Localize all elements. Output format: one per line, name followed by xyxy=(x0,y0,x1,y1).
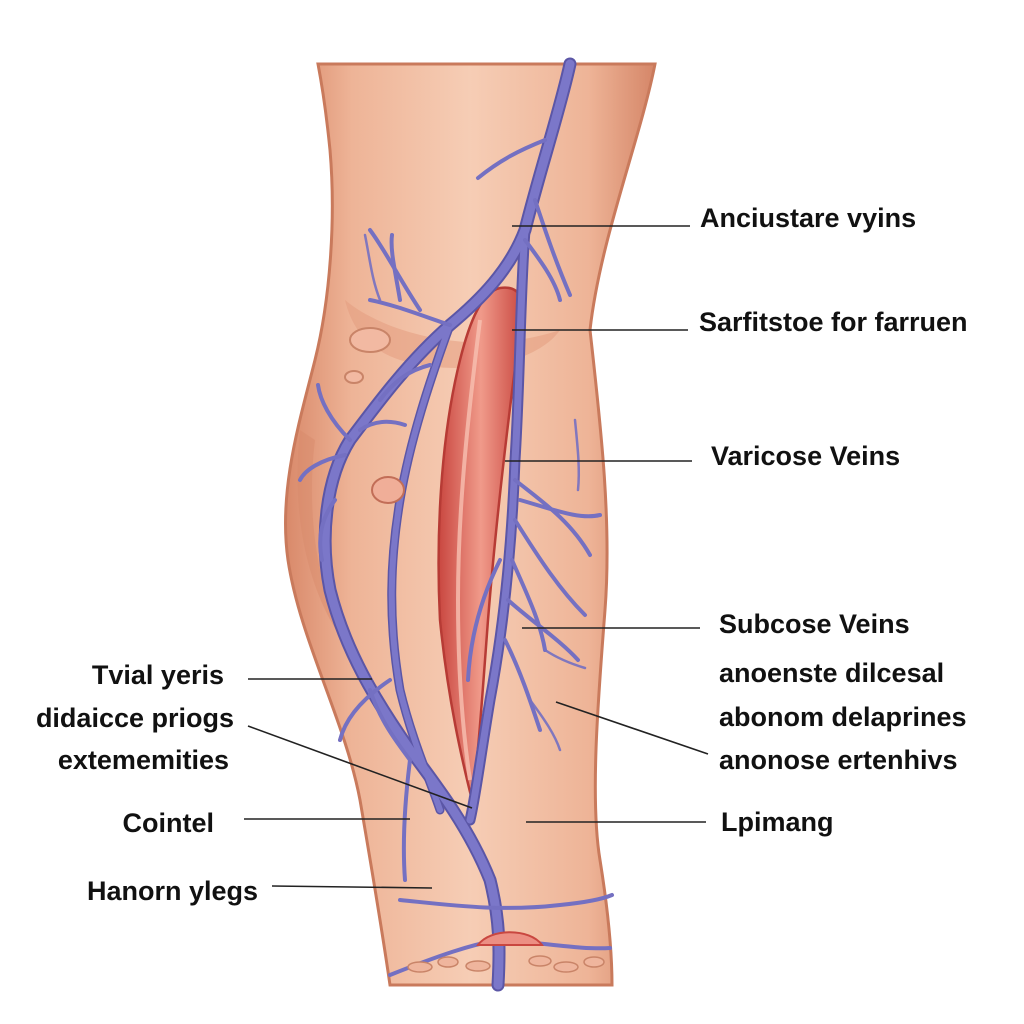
calf-shading xyxy=(297,430,350,650)
leader-didaicce xyxy=(247,725,473,809)
label-lpimang: Lpimang xyxy=(721,807,834,837)
leader-lines xyxy=(244,225,709,889)
label-extememities: extememities xyxy=(57,745,229,775)
base-texture xyxy=(407,955,605,973)
label-cointel: Cointel xyxy=(122,808,215,838)
label-abonom-delaprines: abonom delaprines xyxy=(719,702,967,732)
label-anoenste-dilcesal: anoenste dilcesal xyxy=(719,658,945,688)
vein-network xyxy=(298,57,614,992)
artery-highlight xyxy=(455,319,482,781)
skin-lump-2 xyxy=(344,370,364,384)
label-hanorn-ylegs: Hanorn ylegs xyxy=(86,876,258,906)
label-sarfitstoe-for-farruen: Sarfitstoe for farruen xyxy=(699,307,968,337)
skin-lump-1 xyxy=(349,327,391,353)
label-varicose-veins: Varicose Veins xyxy=(711,441,901,471)
label-subcose-veins: Subcose Veins xyxy=(719,609,910,639)
label-tvial-yeris: Tvial yeris xyxy=(91,660,224,690)
label-didaicce-priogs: didaicce priogs xyxy=(35,703,234,733)
label-anonose-ertenhivs: anonose ertenhivs xyxy=(719,745,958,775)
skin-lump-3 xyxy=(371,476,405,504)
label-anciustare-vyins: Anciustare vyins xyxy=(700,203,917,233)
bottom-bulge xyxy=(476,931,544,946)
leader-hanorn xyxy=(271,885,433,889)
leader-anonose xyxy=(555,701,709,755)
